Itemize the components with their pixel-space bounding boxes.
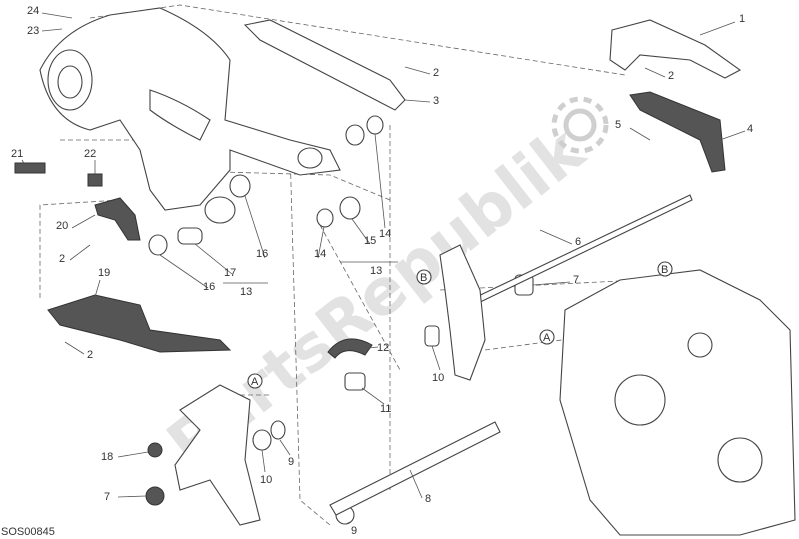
assembly-lines <box>39 4 641 526</box>
callout: 10 <box>260 474 272 486</box>
callout: 20 <box>56 220 68 232</box>
callout: 5 <box>615 119 621 131</box>
diagram-code: SOS00845 <box>1 526 55 538</box>
callout: 9 <box>351 525 357 537</box>
engine-crankcase <box>559 269 796 536</box>
callout: 15 <box>364 235 376 247</box>
callout: 2 <box>433 67 439 79</box>
callout: 24 <box>27 5 39 17</box>
svg-text:A: A <box>543 332 551 344</box>
callout: 1 <box>739 13 745 25</box>
callout: 2 <box>87 349 93 361</box>
gear-logo-icon <box>551 96 609 154</box>
callout: 8 <box>425 493 431 505</box>
callout: 2 <box>59 253 65 265</box>
footrest-bracket <box>174 384 261 526</box>
callout: 14 <box>314 248 326 260</box>
callout: 21 <box>11 148 23 160</box>
callout: 16 <box>203 281 215 293</box>
callout: 7 <box>104 491 110 503</box>
callout: 22 <box>84 148 96 160</box>
leader-lines <box>21 12 746 525</box>
caliper-bracket <box>439 244 486 381</box>
callout: 18 <box>101 451 113 463</box>
callout: 17 <box>224 267 236 279</box>
chain-slider <box>629 91 726 173</box>
swingarm-pivot-shaft <box>329 421 501 516</box>
bearings <box>14 115 534 525</box>
callout: 13 <box>240 286 252 298</box>
callout: 4 <box>747 123 753 135</box>
callout: 6 <box>575 236 581 248</box>
callout: 11 <box>380 403 391 415</box>
chain-guide <box>243 19 406 111</box>
callout: 2 <box>668 70 674 82</box>
reference-markers: B B A A <box>247 261 673 389</box>
callout: 19 <box>98 267 110 279</box>
lower-chain-guard <box>47 294 232 353</box>
callout: 16 <box>256 248 268 260</box>
bracket <box>94 197 141 241</box>
part-callouts: 24 23 1 2 2 3 4 5 21 22 20 2 19 2 16 17 … <box>11 5 753 537</box>
callout: 12 <box>377 342 389 354</box>
svg-text:B: B <box>661 264 668 276</box>
swingarm <box>39 7 341 224</box>
callout: 10 <box>432 372 444 384</box>
callout: 14 <box>379 228 391 240</box>
callout: 23 <box>27 25 39 37</box>
callout: 7 <box>573 274 579 286</box>
callout: 13 <box>370 265 382 277</box>
callout: 3 <box>433 95 439 107</box>
svg-text:B: B <box>420 272 427 284</box>
chain-guard <box>609 19 742 79</box>
svg-text:A: A <box>251 376 259 388</box>
callout: 9 <box>288 456 294 468</box>
